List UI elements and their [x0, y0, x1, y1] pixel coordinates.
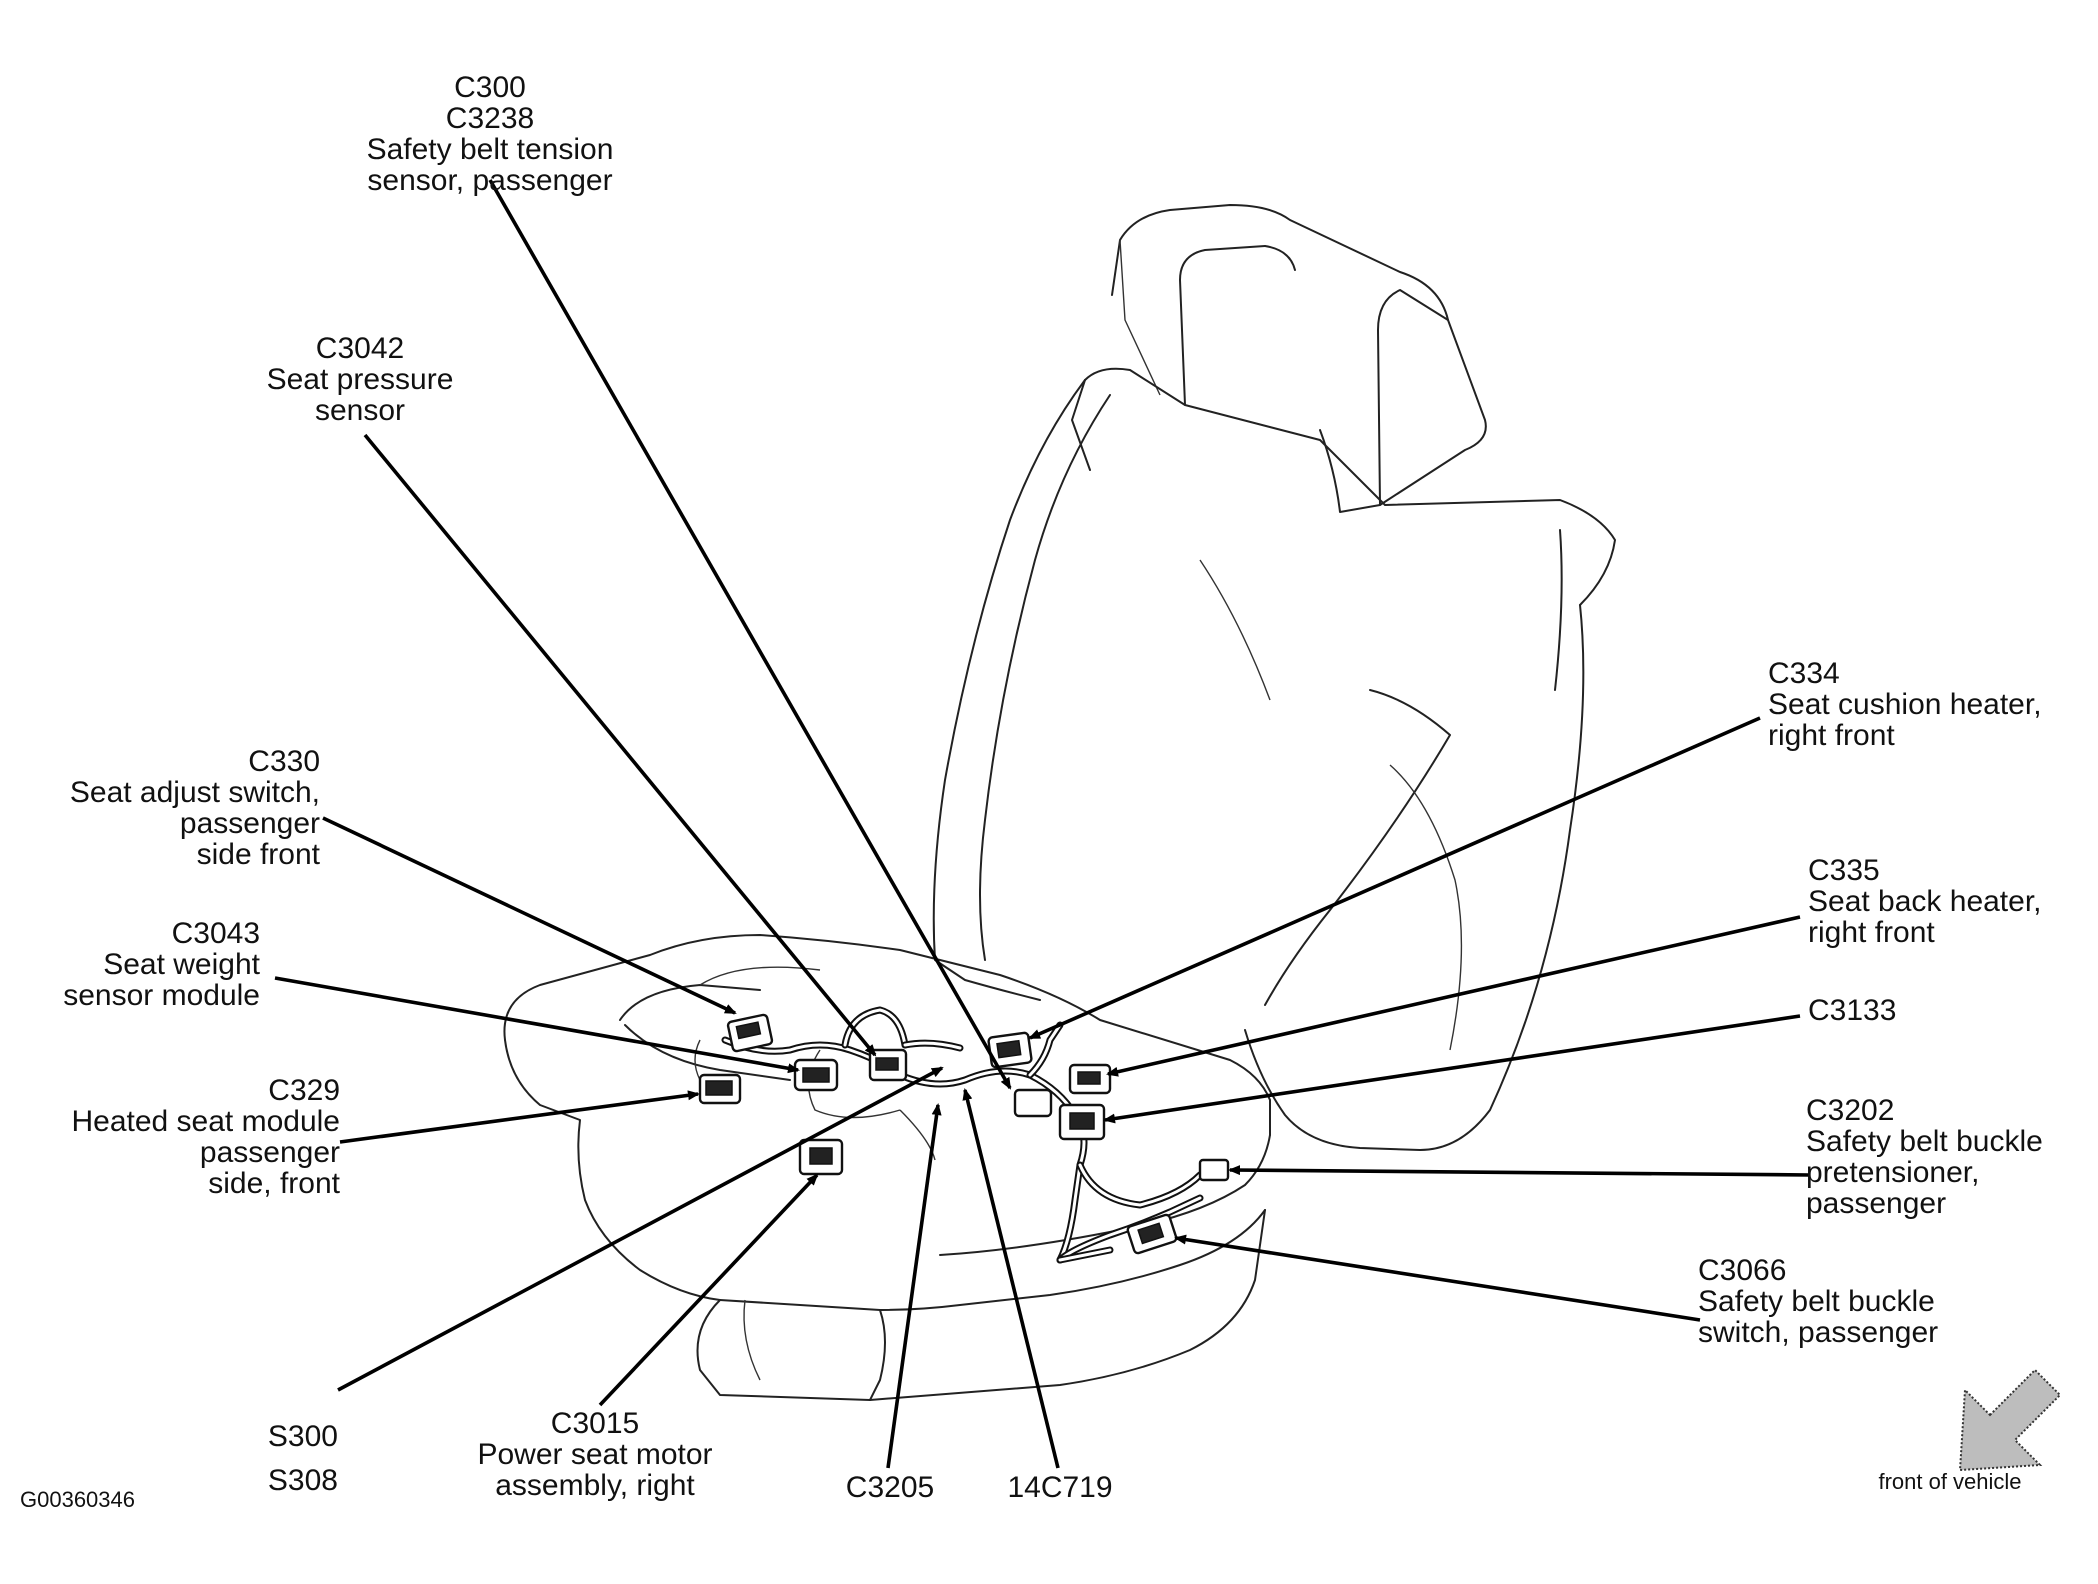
callout-c334: C334 Seat cushion heater, right front	[1768, 657, 2042, 752]
connector-c3042	[868, 1048, 908, 1082]
callout-c3042: C3042 Seat pressure sensor	[266, 332, 454, 427]
callout-c3015: C3015 Power seat motor assembly, right	[477, 1407, 713, 1502]
callout-c3202: C3202 Safety belt buckle pretensioner, p…	[1806, 1094, 2043, 1220]
connector-c335	[1068, 1063, 1112, 1095]
callout-c335: C335 Seat back heater, right front	[1808, 854, 2042, 949]
connector-c3238	[1013, 1088, 1053, 1118]
callout-c3066: C3066 Safety belt buckle switch, passeng…	[1698, 1254, 1939, 1349]
callout-c3043: C3043 Seat weight sensor module	[63, 917, 260, 1012]
seat-back	[932, 367, 1616, 1151]
orientation-label: front of vehicle	[1878, 1469, 2022, 1494]
connector-c3043	[793, 1058, 839, 1092]
headrest	[1111, 204, 1487, 513]
figure-id: G00360346	[20, 1487, 135, 1512]
motor-c3015	[798, 1138, 844, 1176]
connector-c329	[698, 1073, 742, 1105]
callout-c3133: C3133	[1808, 994, 1897, 1027]
connector-c334	[987, 1031, 1033, 1069]
connector-c330	[726, 1013, 774, 1053]
seat-cushion	[503, 934, 1271, 1401]
front-of-vehicle-arrow-icon	[1958, 1368, 2062, 1472]
wiring-harness	[694, 1006, 1204, 1264]
callout-c329: C329 Heated seat module passenger side, …	[71, 1074, 340, 1200]
connector-c3202	[1076, 1158, 1230, 1209]
leader-lines	[274, 179, 1811, 1469]
connector-c3066	[1126, 1213, 1178, 1255]
callout-s300: S300 S308	[267, 1420, 338, 1497]
callout-14c719: 14C719	[1007, 1471, 1113, 1504]
callout-c300: C300 C3238 Safety belt tension sensor, p…	[366, 71, 614, 197]
callout-c3205: C3205	[845, 1471, 935, 1504]
callout-c330: C330 Seat adjust switch, passenger side …	[69, 745, 320, 871]
connector-c3133	[1058, 1103, 1106, 1141]
